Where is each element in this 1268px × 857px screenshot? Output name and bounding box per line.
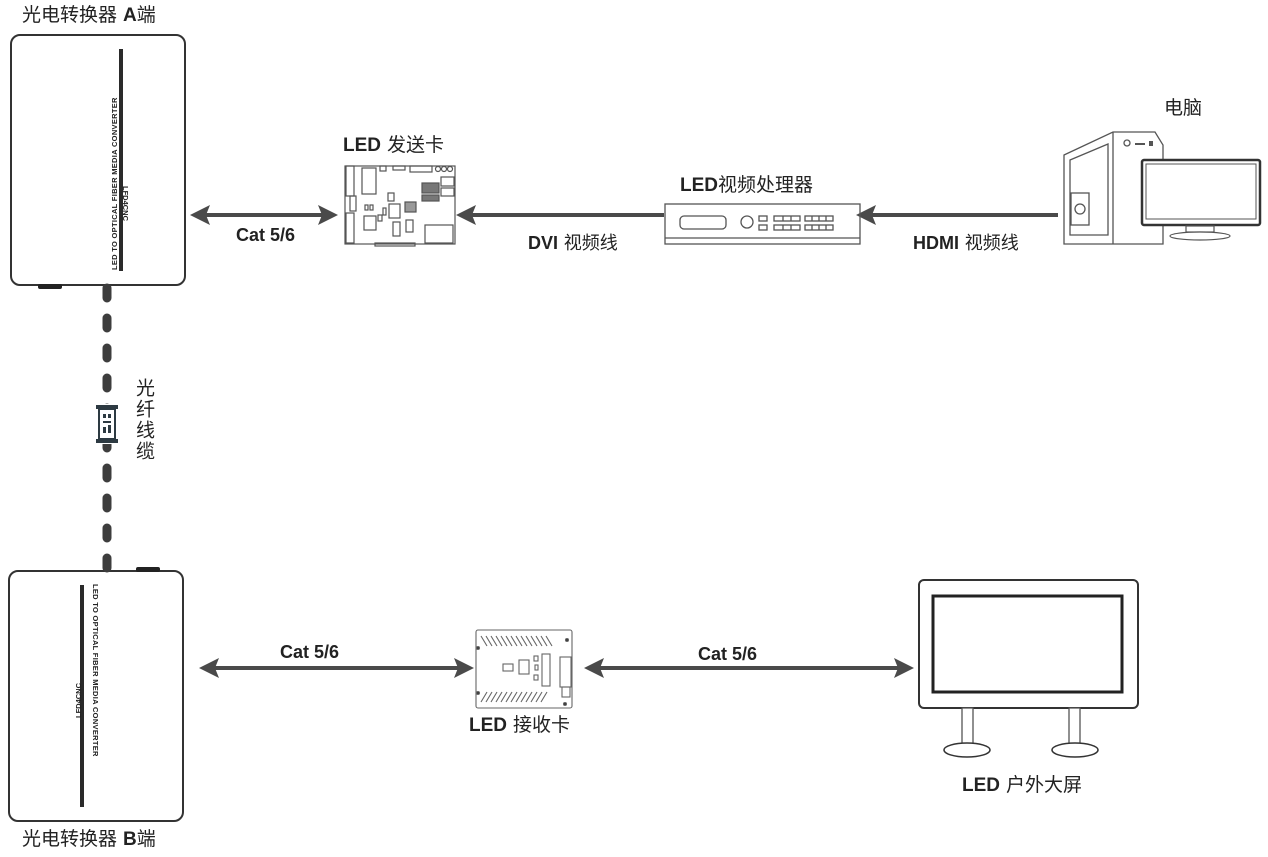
receiver-card-label-bold: LED	[469, 715, 507, 736]
receiver-card-icon	[475, 629, 573, 709]
outdoor-screen-label: LED 户外大屏	[962, 774, 1083, 796]
converter-b-foot	[136, 567, 160, 572]
receiver-card-label-suffix: 接收卡	[507, 714, 571, 736]
converter-b-label-bold: B	[123, 829, 137, 850]
fiber-coupler-icon	[96, 404, 118, 444]
sender-card-label-bold: LED	[343, 135, 381, 156]
edge-label-hdmi-suffix: 视频线	[959, 233, 1019, 254]
video-processor-label-suffix: 视频处理器	[718, 174, 814, 196]
computer-monitor-icon	[1140, 158, 1262, 241]
edge-label-cat-a: Cat 5/6	[236, 226, 295, 244]
receiver-card-top-pins	[480, 635, 553, 647]
receiver-card-label: LED 接收卡	[469, 714, 571, 736]
converter-a-foot	[38, 284, 62, 289]
edge-label-dvi: DVI 视频线	[528, 234, 618, 253]
converter-b-stripe	[80, 585, 84, 807]
converter-a-device: LED TO OPTICAL FIBER MEDIA CONVERTER LFD…	[10, 34, 186, 286]
computer-label: 电脑	[1164, 97, 1203, 119]
edge-label-cat-b: Cat 5/6	[280, 643, 339, 661]
edge-label-fiber: 光纤线缆	[133, 378, 155, 462]
converter-b-label: 光电转换器 B端	[22, 828, 156, 850]
converter-a-label: 光电转换器 A端	[22, 4, 156, 26]
video-processor-icon	[664, 203, 861, 245]
converter-a-label-suffix: 端	[136, 4, 156, 26]
outdoor-screen-label-suffix: 户外大屏	[1000, 774, 1083, 796]
edge-label-dvi-bold: DVI	[528, 233, 559, 253]
edge-label-dvi-suffix: 视频线	[558, 233, 618, 254]
edge-label-hdmi: HDMI 视频线	[913, 234, 1019, 253]
outdoor-screen-icon	[918, 579, 1139, 758]
converter-b-label-prefix: 光电转换器	[22, 828, 124, 850]
sender-card-icon	[344, 165, 456, 247]
converter-a-stripe	[119, 49, 123, 271]
receiver-card-bottom-pins	[480, 691, 548, 703]
edge-label-cat-a-text: Cat 5/6	[236, 225, 296, 245]
converter-b-device: LED TO OPTICAL FIBER MEDIA CONVERTER LFD…	[8, 570, 184, 822]
video-processor-label: LED视频处理器	[680, 174, 814, 196]
edge-label-hdmi-bold: HDMI	[913, 233, 959, 253]
sender-card-label: LED 发送卡	[343, 134, 445, 156]
converter-a-label-prefix: 光电转换器	[22, 4, 124, 26]
computer-icon	[1063, 131, 1262, 245]
sender-card-label-suffix: 发送卡	[381, 134, 445, 156]
converter-a-label-bold: A	[123, 5, 137, 26]
edge-label-cat-b-text: Cat 5/6	[280, 642, 340, 662]
converter-b-label-suffix: 端	[136, 828, 156, 850]
outdoor-screen-label-bold: LED	[962, 775, 1000, 796]
video-processor-label-bold: LED	[680, 175, 718, 196]
